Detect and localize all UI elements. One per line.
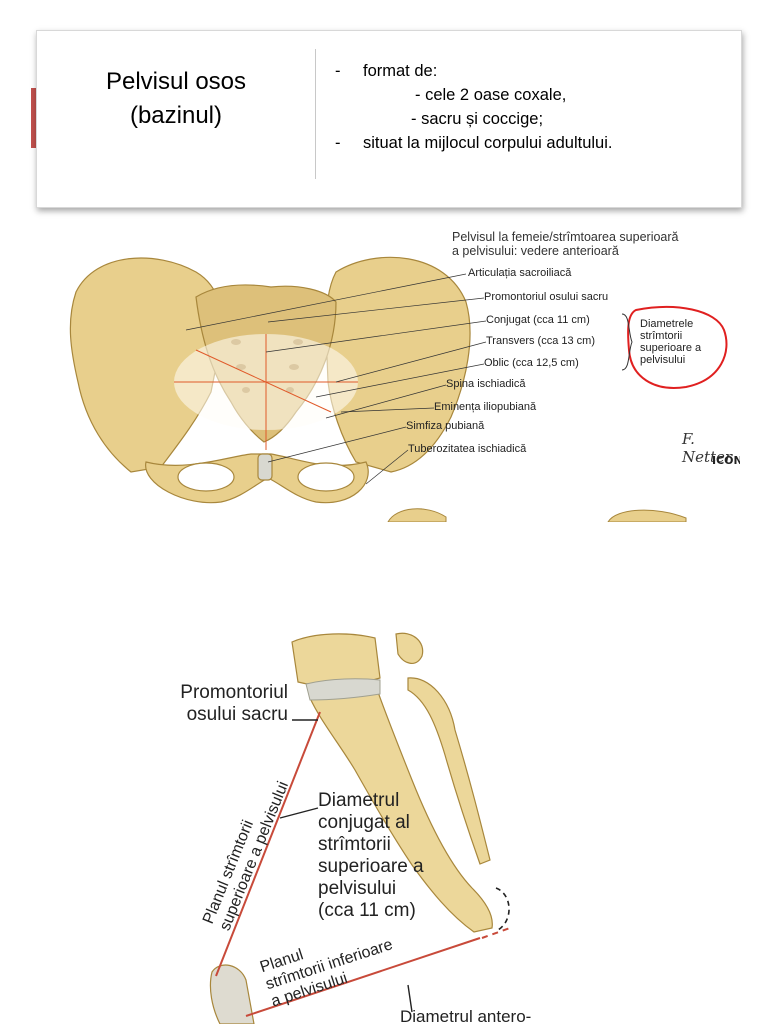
label-pubic-symphysis: Simfiza pubiană: [406, 420, 485, 432]
card-divider: [315, 49, 316, 179]
label-conjugate-diameter: Diametrul conjugat al strîmtorii superio…: [318, 790, 424, 922]
label-promontory-line1: Promontoriul: [180, 682, 288, 703]
slide-title: Pelvisul osos (bazinul): [37, 65, 315, 133]
conjugate-line: Diametrul: [318, 790, 400, 811]
bullet-text: format de:: [363, 62, 438, 80]
netter-signature: F. Netter: [682, 430, 733, 466]
label-ischial-tuberosity: Tuberozitatea ischiadică: [408, 443, 527, 455]
pelvis-sagittal-illustration: [209, 632, 511, 1024]
bullet-row: - format de:: [335, 59, 612, 83]
label-oblique: Oblic (cca 12,5 cm): [484, 357, 579, 369]
bullet-row: - cele 2 oase coxale,: [335, 83, 612, 107]
conjugate-line: (cca 11 cm): [318, 900, 416, 921]
title-card: Pelvisul osos (bazinul) - format de: - c…: [36, 30, 742, 208]
label-iliopubic-eminence: Eminența iliopubiană: [434, 401, 537, 413]
brace-note-line: superioare a: [640, 342, 702, 354]
figure-top-title: Pelvisul la femeie/strîmtoarea superioar…: [452, 230, 679, 258]
conjugate-line: conjugat al: [318, 812, 410, 833]
label-transverse: Transvers (cca 13 cm): [486, 335, 596, 347]
pelvis-anterior-illustration: [69, 256, 728, 522]
figure-top-title-line1: Pelvisul la femeie/strîmtoarea superioar…: [452, 230, 679, 244]
label-promontory: Promontoriul osului sacru: [164, 682, 288, 726]
pelvis-anterior-figure: Pelvisul la femeie/strîmtoarea superioar…: [36, 222, 740, 522]
conjugate-line: superioare a: [318, 856, 424, 877]
bullet-list: - format de: - cele 2 oase coxale, - sac…: [335, 59, 612, 155]
slide-title-line2: (bazinul): [129, 102, 223, 129]
brace-note-line: strîmtorii: [640, 330, 683, 342]
brace-note-line: Diametrele: [640, 318, 694, 330]
figure-top-title-line2: a pelvisului: vedere anterioară: [452, 244, 619, 258]
bullet-text: - cele 2 oase coxale,: [415, 86, 567, 104]
conjugate-line: pelvisului: [318, 878, 397, 899]
bullet-dash: -: [335, 62, 341, 80]
bullet-text: - sacru și coccige;: [411, 110, 544, 128]
brace-note: Diametrele strîmtorii superioare a pelvi…: [640, 318, 701, 366]
bullet-text: situat la mijlocul corpului adultului.: [363, 134, 613, 152]
icon-logo: ICON: [712, 454, 740, 467]
pelvis-sagittal-figure: Promontoriul osului sacru Diametrul conj…: [150, 620, 570, 1024]
conjugate-line: strîmtorii: [318, 834, 391, 855]
slide-title-line1: Pelvisul osos: [105, 68, 247, 95]
bullet-dash: -: [335, 134, 341, 152]
bullet-row: - sacru și coccige;: [335, 107, 612, 131]
brace-note-line: pelvisului: [640, 354, 686, 366]
accent-bar: [31, 88, 39, 148]
label-antero-diameter: Diametrul antero-: [400, 1007, 532, 1024]
label-ischial-spine: Spina ischiadică: [446, 378, 526, 390]
label-conjugate: Conjugat (cca 11 cm): [486, 314, 590, 326]
label-sacral-promontory: Promontoriul osului sacru: [484, 291, 609, 303]
label-sacroiliac-joint: Articulația sacroiliacă: [468, 267, 572, 279]
label-promontory-line2: osului sacru: [186, 704, 288, 725]
bullet-row: - situat la mijlocul corpului adultului.: [335, 131, 612, 155]
